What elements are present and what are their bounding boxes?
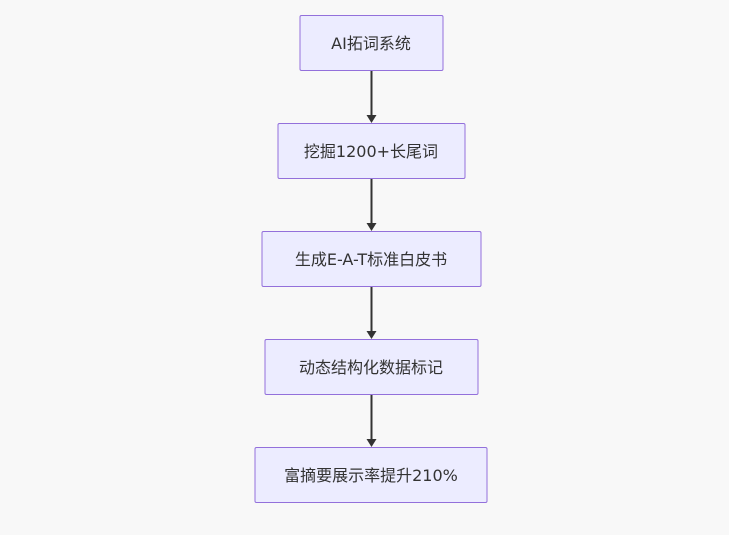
flow-edge-1: [364, 71, 378, 123]
arrowhead-down-icon: [366, 331, 376, 339]
flow-node-ai-word-system: AI拓词系统: [299, 15, 443, 71]
flow-node-label: 富摘要展示率提升210%: [284, 465, 458, 485]
arrowhead-down-icon: [366, 223, 376, 231]
edge-line: [370, 395, 372, 440]
flow-node-label: 生成E-A-T标准白皮书: [294, 249, 448, 269]
flow-node-label: 动态结构化数据标记: [298, 357, 443, 377]
flowchart: AI拓词系统 挖掘1200+长尾词 生成E-A-T标准白皮书 动态结构化数据标记: [254, 15, 488, 503]
flow-node-label: AI拓词系统: [331, 33, 411, 53]
arrowhead-down-icon: [366, 115, 376, 123]
arrowhead-down-icon: [366, 439, 376, 447]
flow-edge-3: [364, 287, 378, 339]
edge-line: [370, 71, 372, 116]
flow-edge-4: [364, 395, 378, 447]
flow-node-longtail-keywords: 挖掘1200+长尾词: [277, 123, 465, 179]
flow-edge-2: [364, 179, 378, 231]
edge-line: [370, 179, 372, 224]
flow-node-label: 挖掘1200+长尾词: [303, 141, 439, 161]
flow-node-structured-data: 动态结构化数据标记: [264, 339, 478, 395]
flow-node-rich-snippet-rate: 富摘要展示率提升210%: [254, 447, 488, 503]
edge-line: [370, 287, 372, 332]
flow-node-eat-whitepaper: 生成E-A-T标准白皮书: [261, 231, 481, 287]
